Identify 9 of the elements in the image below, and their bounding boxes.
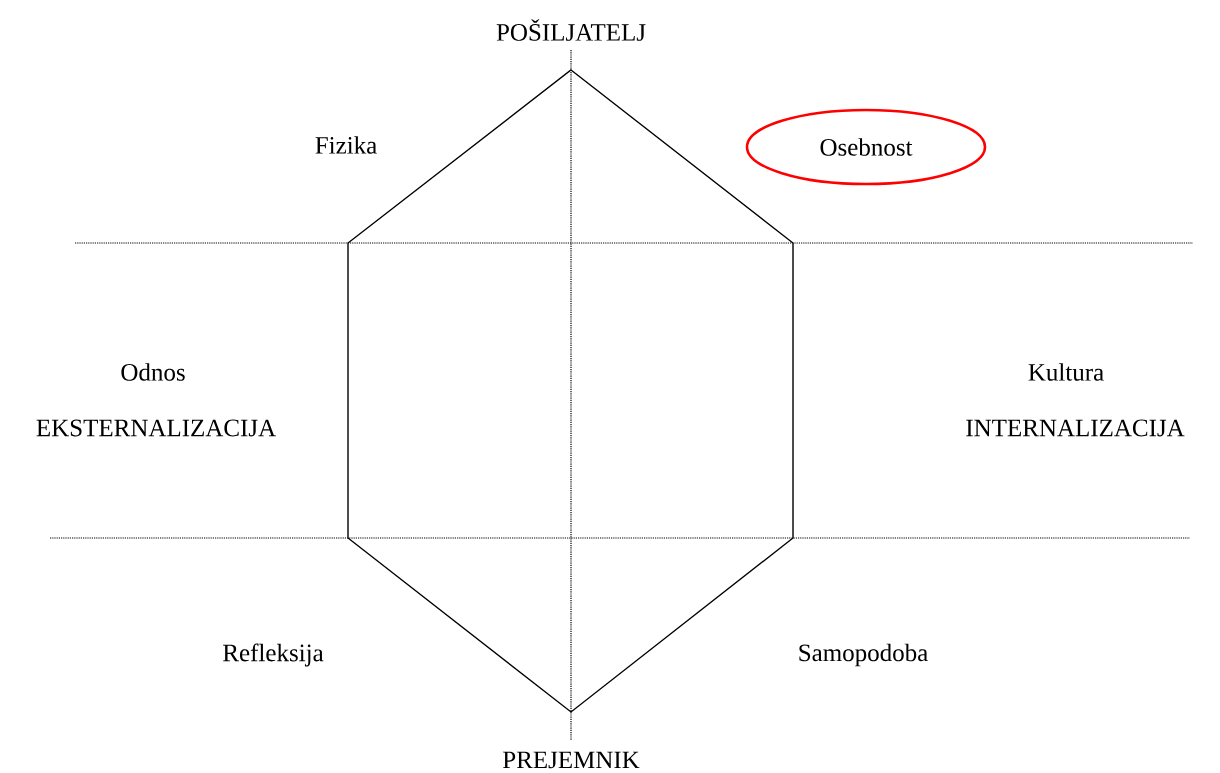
label: Refleksija <box>223 643 324 667</box>
label: Samopodoba <box>799 643 928 667</box>
label: POŠILJATELJ <box>496 19 646 41</box>
label: EKSTERNALIZACIJA <box>36 419 276 437</box>
label: Kultura <box>1028 363 1104 381</box>
label: Odnos <box>121 363 185 381</box>
label: PREJEMNIK <box>502 751 640 769</box>
label: Fizika <box>315 136 377 154</box>
label: INTERNALIZACIJA <box>966 419 1185 437</box>
